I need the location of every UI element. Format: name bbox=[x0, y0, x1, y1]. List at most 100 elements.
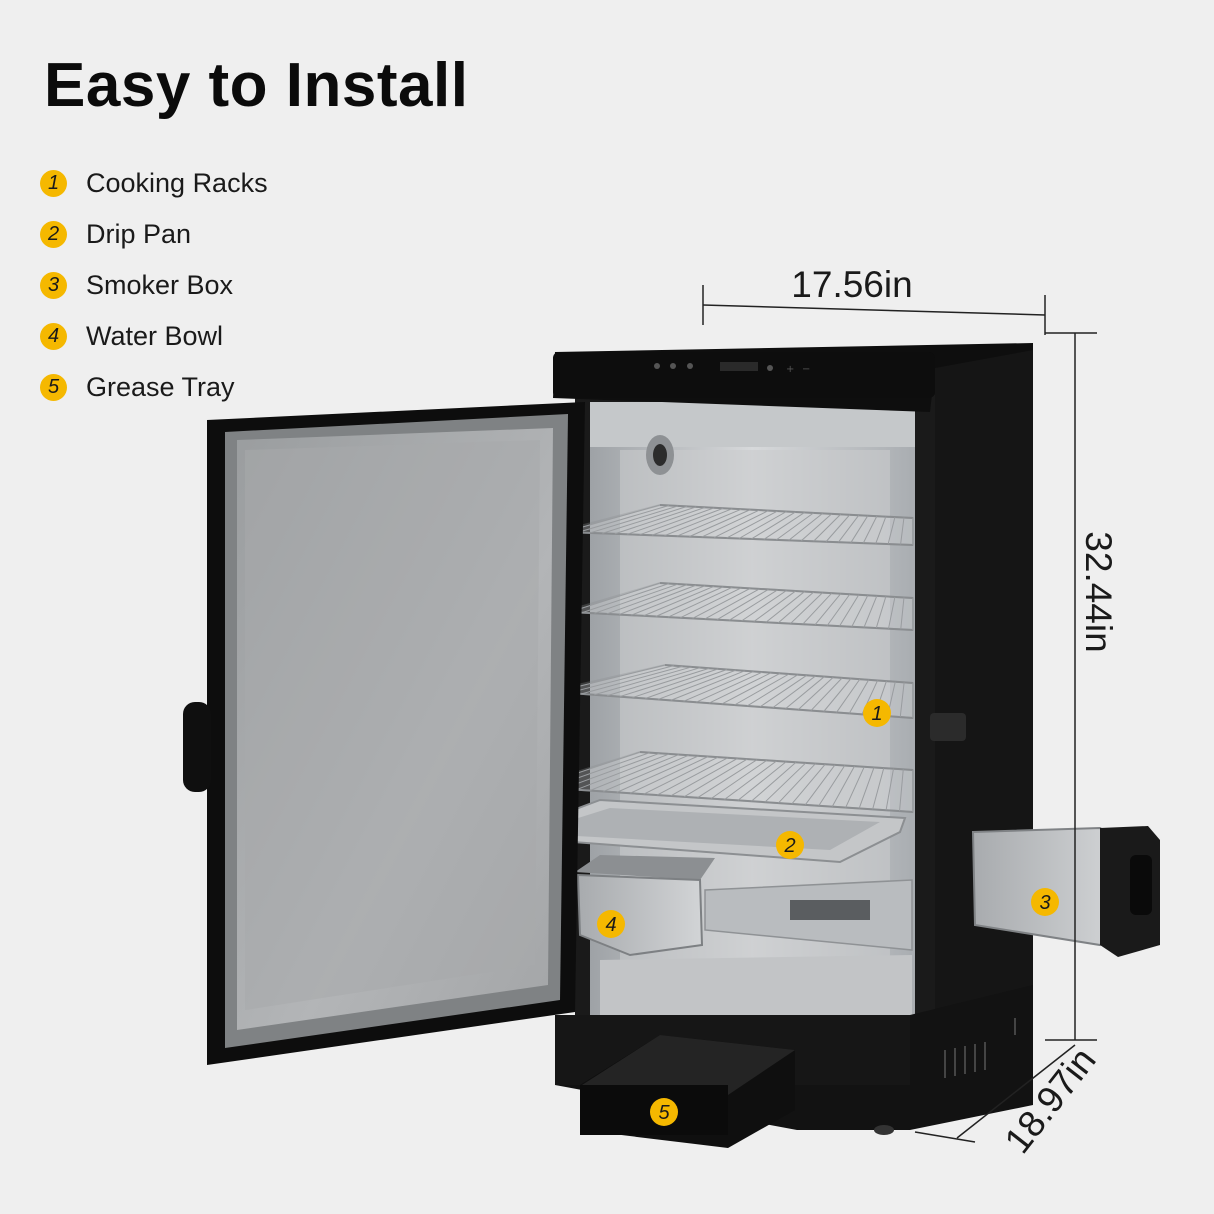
display-screen bbox=[720, 362, 758, 371]
rack-wire bbox=[576, 753, 670, 791]
rack-wire bbox=[763, 512, 805, 540]
rack-wire bbox=[775, 512, 814, 541]
rack-wire bbox=[589, 754, 680, 792]
rack-wire bbox=[710, 759, 768, 800]
rack-wire bbox=[670, 757, 738, 797]
rack-wire bbox=[562, 752, 660, 790]
rack-wire bbox=[734, 673, 790, 706]
rack-wire bbox=[875, 516, 887, 544]
smoker-box bbox=[971, 826, 1160, 957]
number-badge: 3 bbox=[40, 272, 67, 299]
rack-wire bbox=[701, 509, 760, 538]
callout-drip-pan: 2 bbox=[776, 831, 804, 859]
rack-wire bbox=[804, 764, 836, 806]
dimension-width: 17.56in bbox=[702, 264, 1046, 335]
rack-wire bbox=[602, 505, 688, 534]
door-latch bbox=[930, 713, 966, 741]
rack-wire bbox=[791, 763, 826, 805]
rack-wire bbox=[850, 515, 869, 543]
rack-wire bbox=[900, 597, 905, 630]
rack-wire bbox=[594, 583, 679, 614]
rack-wire bbox=[851, 595, 869, 628]
rack-wire bbox=[721, 672, 781, 705]
rack-wire bbox=[887, 516, 896, 545]
rack-wire bbox=[797, 676, 834, 711]
rack-wire bbox=[589, 505, 679, 534]
callout-markers: 1 2 3 4 5 bbox=[597, 699, 1059, 1126]
rack-wire bbox=[692, 587, 751, 619]
rack-wire bbox=[785, 676, 825, 710]
rack-wire bbox=[800, 513, 833, 542]
rack-wire bbox=[569, 582, 661, 613]
rack-wire bbox=[831, 765, 855, 807]
number-badge: 4 bbox=[40, 323, 67, 350]
settings-icon bbox=[687, 363, 693, 369]
rack-wire bbox=[751, 761, 797, 802]
callout-water-bowl: 4 bbox=[597, 910, 625, 938]
rack-wire bbox=[594, 666, 692, 696]
rack-wire bbox=[639, 507, 715, 536]
rack-wire bbox=[818, 765, 846, 807]
rack-wire bbox=[759, 674, 807, 708]
height-label: 32.44in bbox=[1078, 531, 1119, 652]
rack-wire bbox=[683, 758, 748, 798]
rack-wire bbox=[872, 767, 885, 810]
number-badge: 2 bbox=[40, 221, 67, 248]
rack-wire bbox=[696, 671, 763, 703]
legend-item-drip-pan: 2 Drip Pan bbox=[40, 209, 268, 260]
rack-wire bbox=[751, 511, 796, 540]
rack-wire bbox=[862, 515, 878, 544]
rack-wire bbox=[651, 507, 724, 536]
page-title: Easy to Install bbox=[44, 51, 469, 120]
rack-wire bbox=[643, 585, 715, 617]
rack-wire bbox=[619, 667, 710, 698]
rack-wire bbox=[656, 757, 728, 796]
rack-wire bbox=[802, 592, 833, 625]
rack-wire bbox=[680, 587, 742, 619]
rack-wire bbox=[577, 504, 670, 533]
rack-wire bbox=[708, 672, 772, 704]
rack-wire bbox=[899, 769, 904, 812]
rack-wire bbox=[826, 593, 851, 626]
rack-wire bbox=[814, 593, 842, 626]
rack-wire bbox=[900, 517, 905, 545]
rack-wire bbox=[813, 513, 842, 542]
vent-slots bbox=[944, 1018, 1016, 1078]
rack-wire bbox=[645, 669, 728, 699]
legend-label: Smoker Box bbox=[86, 270, 234, 300]
rack-wire bbox=[788, 512, 823, 541]
legend-label: Drip Pan bbox=[86, 219, 192, 249]
power-icon bbox=[654, 363, 660, 369]
callout-cooking-racks: 1 bbox=[863, 699, 891, 727]
rack-wire bbox=[568, 665, 674, 694]
legend-item-cooking-racks: 1 Cooking Racks bbox=[40, 158, 268, 209]
rack-wire bbox=[713, 510, 769, 539]
rack-wire bbox=[875, 596, 887, 629]
rack-wire bbox=[746, 674, 799, 707]
rack-wire bbox=[764, 762, 807, 803]
rack-wire bbox=[765, 591, 805, 623]
rack-wire bbox=[704, 588, 760, 620]
legend-label: Water Bowl bbox=[86, 321, 224, 351]
control-panel: + − bbox=[553, 343, 1033, 412]
rack-wire bbox=[825, 514, 851, 543]
svg-text:5: 5 bbox=[658, 1102, 670, 1124]
rack-wire bbox=[726, 510, 778, 539]
rack-wire bbox=[616, 755, 699, 793]
rack-wire bbox=[581, 665, 683, 695]
rack-wire bbox=[670, 670, 745, 701]
rack-wire bbox=[683, 670, 754, 702]
rack-wire bbox=[738, 511, 787, 539]
parts-legend: 1 Cooking Racks 2 Drip Pan 3 Smoker Box … bbox=[40, 158, 268, 413]
rack-wire bbox=[753, 590, 796, 623]
rack-wire bbox=[838, 514, 860, 543]
heating-element bbox=[600, 879, 913, 1015]
rack-wire bbox=[839, 594, 860, 627]
minus-icon: − bbox=[802, 364, 810, 375]
callout-grease-tray: 5 bbox=[650, 1098, 678, 1126]
rack-wire bbox=[618, 584, 697, 616]
legend-item-grease-tray: 5 Grease Tray bbox=[40, 362, 268, 413]
svg-text:4: 4 bbox=[605, 914, 616, 936]
rack-wire bbox=[737, 761, 787, 801]
